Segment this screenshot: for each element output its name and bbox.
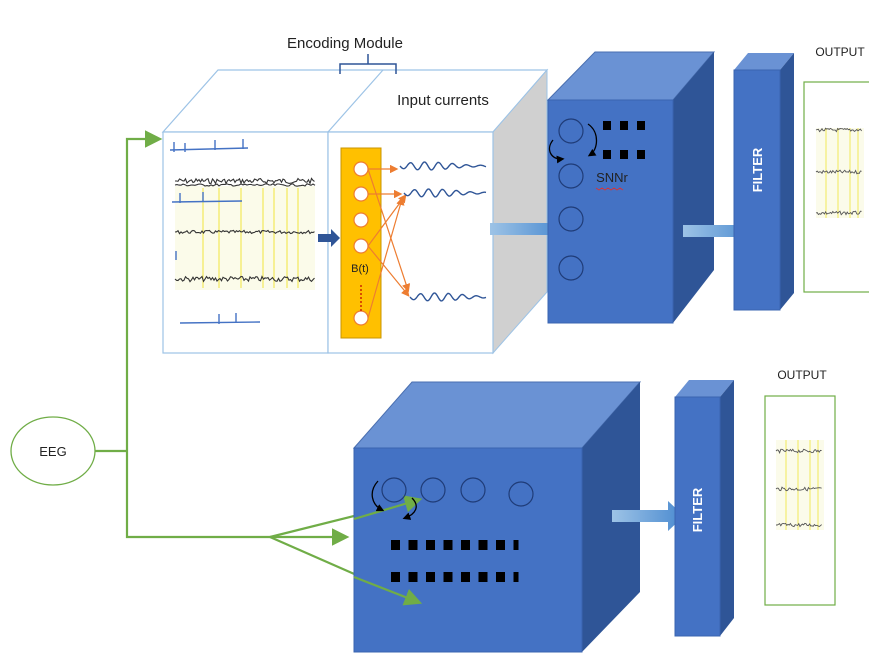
filter-top: FILTER xyxy=(733,53,794,311)
neuron-circle-icon xyxy=(381,477,407,503)
synapse-square xyxy=(496,540,505,550)
neuron-circle-icon xyxy=(460,477,486,503)
encoding-module: Encoding Module Input currents xyxy=(161,35,549,355)
synapse-square xyxy=(408,540,418,550)
eeg-signal-panel xyxy=(169,139,316,324)
synapse-square xyxy=(478,540,488,550)
filter-bottom: FILTER xyxy=(674,380,734,637)
snnr-cube-top: SNNr xyxy=(546,51,716,324)
synapse-square xyxy=(443,540,453,550)
synapse-square xyxy=(426,572,435,582)
synapse-square xyxy=(461,540,470,550)
neuron-circle-icon xyxy=(508,481,534,507)
synapse-square xyxy=(408,572,418,582)
neuron-circle-icon xyxy=(353,161,369,177)
curved-arrow-icon xyxy=(402,497,417,520)
block-arrow-icon xyxy=(490,214,564,244)
curved-arrow-icon xyxy=(371,480,385,512)
synapse-square xyxy=(443,572,453,582)
output-top-label: OUTPUT xyxy=(815,45,865,59)
neuron-circle-icon xyxy=(353,212,369,228)
neuron-circle-icon xyxy=(353,310,369,326)
eeg-source: EEG xyxy=(10,416,96,486)
synapse-square xyxy=(513,540,519,550)
output-bottom-label: OUTPUT xyxy=(777,368,827,382)
neuron-circle-icon xyxy=(420,477,446,503)
neuron-circle-icon xyxy=(558,163,584,189)
neuron-circle-icon xyxy=(558,118,584,144)
encoding-module-label: Encoding Module xyxy=(287,35,403,52)
output-bottom: OUTPUT xyxy=(764,368,836,606)
synapse-square xyxy=(391,572,400,582)
block-arrow-icon xyxy=(683,216,758,246)
filter-bottom-label: FILTER xyxy=(690,487,705,532)
snn-cube-bottom xyxy=(352,381,642,653)
encoder-connections xyxy=(367,164,411,319)
curved-arrow-icon xyxy=(548,139,565,164)
synapse-square xyxy=(391,540,400,550)
curved-arrow-icon xyxy=(587,123,598,157)
synapse-square xyxy=(513,572,519,582)
bt-label: B(t) xyxy=(351,263,369,275)
neuron-circle-icon xyxy=(558,206,584,232)
block-arrow-icon xyxy=(612,501,684,531)
output-top: OUTPUT xyxy=(803,45,869,293)
synapse-square xyxy=(461,572,470,582)
input-currents-label: Input currents xyxy=(397,92,489,109)
synapse-square xyxy=(496,572,505,582)
neuron-circle-icon xyxy=(353,186,369,202)
snnr-label: SNNr xyxy=(596,170,628,185)
filter-top-label: FILTER xyxy=(750,147,765,192)
block-arrow-icon xyxy=(318,229,340,247)
synapse-square xyxy=(426,540,435,550)
eeg-label: EEG xyxy=(39,444,66,459)
neuron-circle-icon xyxy=(353,238,369,254)
synapse-square xyxy=(478,572,488,582)
spike-encoder: B(t) xyxy=(340,147,382,339)
input-current-waves xyxy=(399,161,487,302)
neuron-circle-icon xyxy=(558,255,584,281)
